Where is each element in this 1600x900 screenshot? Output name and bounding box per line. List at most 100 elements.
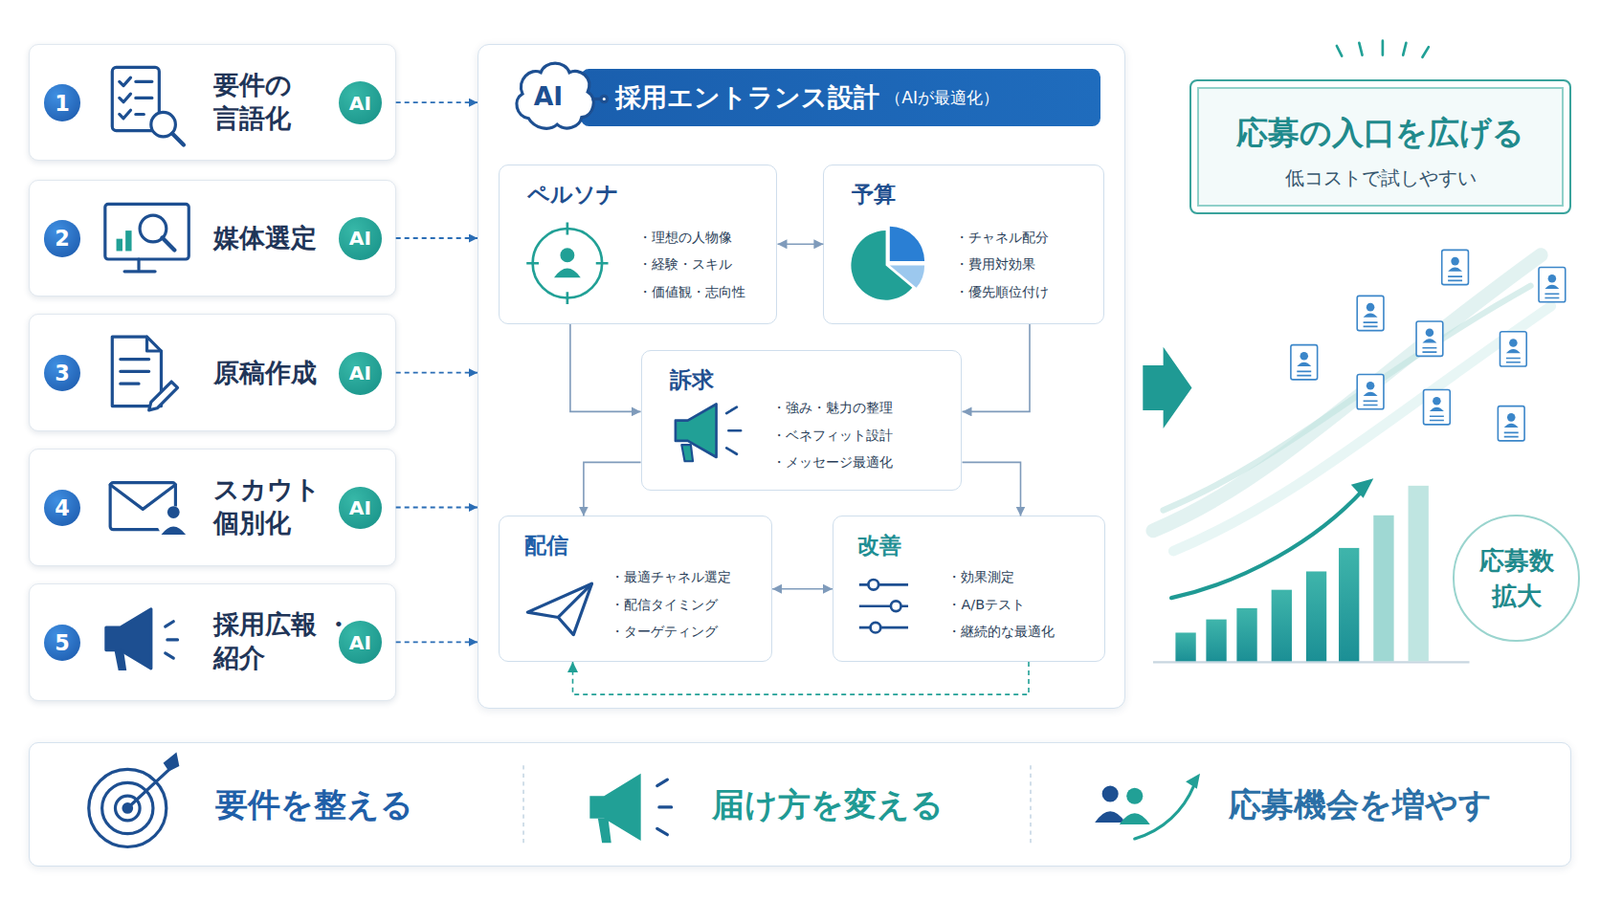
result-circle: 応募数 拡大 [1452,514,1579,642]
appeal-megaphone-icon [675,403,717,457]
people-growth-icon [1102,786,1119,803]
persona-target-icon [559,247,575,263]
header-band: 採用エントランス設計（AIが最適化） [580,68,1102,127]
paper-plane-icon [527,583,592,635]
document-pencil-icon [147,336,162,352]
step-card: スカウト 個別化4AI [28,448,397,567]
budget-pie-icon [889,265,925,288]
summary-text: 届け方を変える [711,784,944,826]
connector-arrow [396,101,478,104]
people-growth-icon [1119,813,1151,825]
bullet-text: ・A/Bテスト [947,596,1025,614]
appeal-megaphone-icon [675,403,741,462]
slider-icon [859,579,909,633]
connector-arrow [583,462,642,516]
envelope-person-icon [110,485,176,511]
ai-badge-text: AI [349,92,372,112]
process-box: ペルソナ・理想の人物像・経験・スキル・価値観・志向性 [498,164,778,325]
panel-title: 採用エントランス設計 [615,80,880,115]
connector-arrow [777,244,824,246]
band-divider [523,765,1031,845]
step-card: 媒体選定2AI [28,179,397,298]
monitor-icon [125,230,132,251]
step-number: 3 [44,355,81,392]
bullet-text: ・強み・魅力の整理 [772,399,893,417]
ai-brain-icon [591,97,602,101]
ai-badge: AI [338,81,382,125]
ai-badge: AI [338,352,382,396]
ai-brain-icon [516,63,594,129]
applicant-docs [1356,375,1384,410]
goal-title: 応募の入口を広げる [1236,112,1525,153]
target-icon [114,796,140,822]
target-icon [102,782,154,834]
bar-chart [1171,489,1363,599]
bullet-text: ・経験・スキル [638,255,733,273]
document-pencil-icon [149,381,178,411]
applicant-docs [1538,267,1566,303]
connector-arrow [962,324,1031,412]
swoosh [1153,255,1541,532]
persona-target-icon [526,222,608,305]
slider-icon [890,600,902,612]
summary-text: 応募機会を増やす [1228,784,1492,826]
step-number-text: 2 [54,227,70,249]
slider-icon [870,622,882,634]
persona-target-icon [533,228,603,299]
bar-chart [1205,620,1226,663]
summary-text: 要件を整える [215,784,414,826]
bullet-text: ・理想の人物像 [638,228,733,246]
band-megaphone-icon [589,774,641,842]
box-heading: 予算 [851,180,896,209]
connector-arrow [396,641,478,644]
budget-pie-icon [889,226,925,262]
applicant-docs [1290,249,1566,442]
bullet-text: ・配信タイミング [610,596,718,614]
box-heading: 配信 [524,532,569,560]
step-card: 原稿作成3AI [28,313,397,432]
checklist-icon [119,77,153,119]
bullet-text: ・優先順位付け [955,283,1049,301]
document-pencil-icon [120,359,150,385]
envelope-person-icon [167,506,180,519]
process-box: 予算・チャネル配分・費用対効果・優先順位付け [822,164,1104,325]
bar-chart [1271,590,1292,663]
bar-chart [1153,661,1470,664]
checklist-icon [111,66,159,131]
people-growth-icon [1134,786,1195,840]
megaphone-icon [165,622,178,659]
envelope-person-icon [110,483,190,540]
result-text: 応募数 拡大 [1470,542,1563,614]
bullet-text: ・チャネル配分 [955,228,1049,246]
megaphone-icon [106,609,152,669]
goal-box: 応募の入口を広げる低コストで試しやすい [1189,79,1572,215]
target-icon [88,769,167,847]
step-number-text: 5 [54,632,70,654]
bullet-text: ・価値観・志向性 [638,283,746,301]
bar-chart [1338,548,1359,662]
box-heading: 改善 [857,532,902,560]
monitor-icon [116,239,123,252]
megaphone-icon [106,609,178,671]
flow-arrow [1142,347,1192,429]
bar-chart [1153,478,1470,663]
box-heading: ペルソナ [527,180,620,209]
applicant-docs [1497,406,1525,442]
ai-badge: AI [338,621,382,665]
connector-arrow [396,237,478,240]
slider-icon [867,579,879,591]
applicant-docs [1290,345,1318,380]
monitor-icon [105,203,189,271]
bullet-text: ・ベネフィット設計 [772,426,893,445]
step-number: 2 [44,220,81,257]
ai-brain-icon [516,63,608,129]
flow-arrow [1142,347,1192,429]
envelope-person-icon [160,527,186,536]
document-pencil-icon [111,336,178,411]
checklist-icon [111,66,184,145]
band-megaphone-icon [598,819,612,845]
step-number-text: 3 [54,362,70,384]
appeal-megaphone-icon [681,444,693,462]
target-icon [127,767,172,809]
